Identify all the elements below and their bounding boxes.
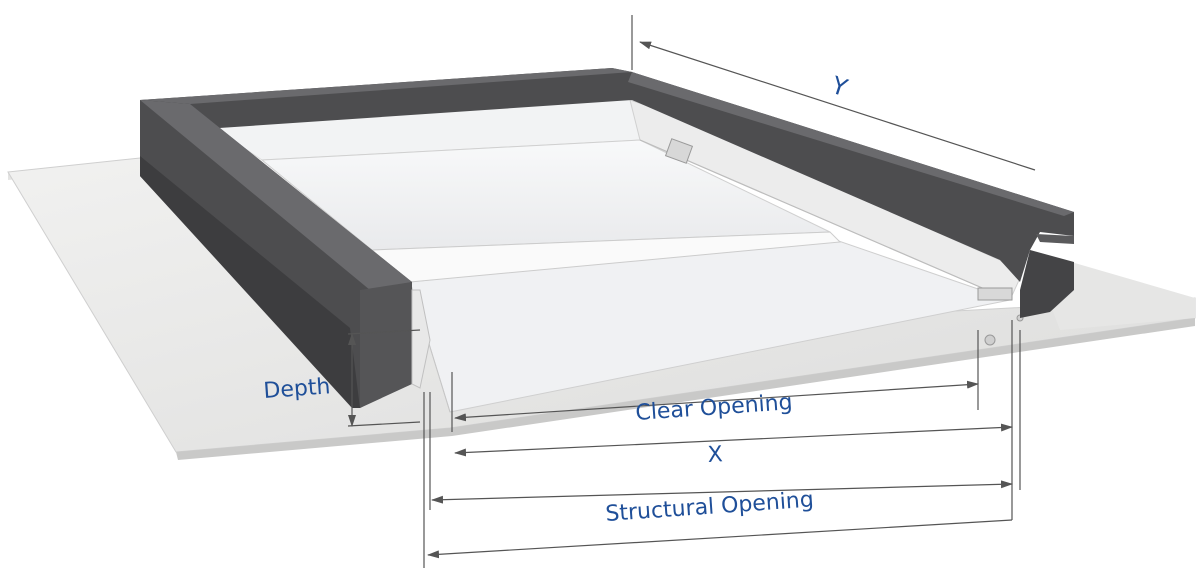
depth-label: Depth: [263, 374, 332, 404]
clear-opening-dimension-line: [454, 380, 979, 422]
structural-opening-dimension-line: [431, 480, 1013, 504]
y-label: Y: [827, 71, 851, 103]
frame-right-rail: [632, 72, 1074, 282]
frame: [140, 68, 1074, 408]
latch-rear: [664, 138, 694, 164]
x-label: X: [707, 442, 723, 468]
frame-rear-rail: [140, 68, 632, 130]
y-dimension-line: [639, 41, 1036, 171]
dimension-lines: [347, 15, 1036, 568]
structural-opening-second-line: [427, 519, 1013, 559]
latch-front: [977, 287, 1013, 301]
slab-edge: [176, 318, 1195, 460]
structural-opening-label: Structural Opening: [605, 487, 815, 526]
x-dimension-line: [454, 423, 1013, 457]
